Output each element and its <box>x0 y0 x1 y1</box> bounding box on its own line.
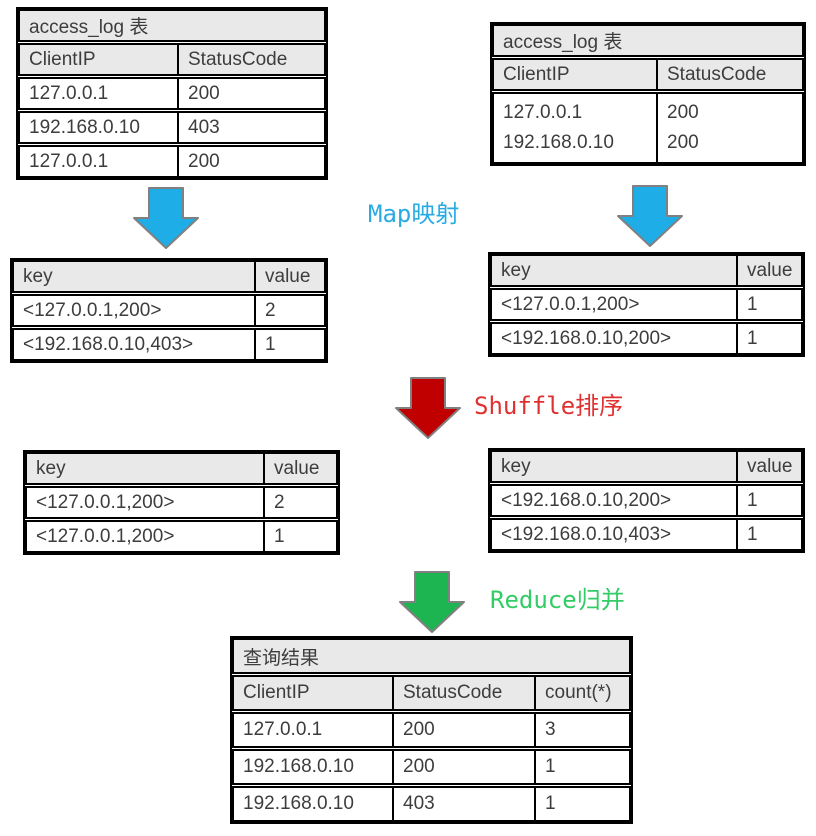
table-cell: 200 <box>392 714 534 746</box>
table-row: <127.0.0.1,200> 2 <box>12 294 326 327</box>
table-cell: <192.168.0.10,200> <box>501 327 672 349</box>
column-header: StatusCode <box>656 60 802 89</box>
table-header-row: key value <box>490 254 803 287</box>
source-table-left: access_log 表 ClientIP StatusCode 127.0.0… <box>16 7 328 180</box>
map-down-arrow-left-icon <box>133 187 199 249</box>
table-cell: <192.168.0.10,200> <box>501 489 672 511</box>
table-row-group: 127.0.0.1 192.168.0.10 200 200 <box>492 92 804 164</box>
column-header: key <box>501 259 531 281</box>
table-header-row: ClientIP StatusCode <box>492 58 804 91</box>
table-row: <127.0.0.1,200> 1 <box>25 520 338 553</box>
table-header-row: key value <box>12 260 326 293</box>
table-cell: 2 <box>263 488 336 517</box>
table-cell: 3 <box>534 714 629 746</box>
column-header: ClientIP <box>29 48 96 70</box>
table-header-row: key value <box>490 450 803 483</box>
table-cell: 127.0.0.1 <box>243 719 323 740</box>
table-cell: 1 <box>254 330 324 359</box>
column-header: value <box>736 256 801 285</box>
shuffle-stage-label: Shuffle排序 <box>474 392 624 420</box>
table-title-row: 查询结果 <box>232 638 631 674</box>
table-title: access_log 表 <box>503 32 623 53</box>
table-cell: 1 <box>736 290 801 319</box>
table-cell: <127.0.0.1,200> <box>36 525 175 547</box>
table-row: <127.0.0.1,200> 1 <box>490 288 803 321</box>
table-cell: 1 <box>736 520 801 549</box>
table-header-row: ClientIP StatusCode <box>18 43 326 76</box>
table-title: access_log 表 <box>29 17 149 38</box>
table-cell: 200 <box>177 147 324 176</box>
column-header: ClientIP <box>503 63 570 85</box>
table-cell: <192.168.0.10,403> <box>23 333 194 355</box>
table-row: 127.0.0.1 200 <box>18 77 326 110</box>
table-row: <192.168.0.10,200> 1 <box>490 322 803 355</box>
reduce-stage-label: Reduce归并 <box>490 586 625 614</box>
table-cell: 192.168.0.10 <box>243 793 354 814</box>
table-row: 192.168.0.10 403 1 <box>232 786 631 822</box>
table-cell: 1 <box>736 324 801 353</box>
table-title-row: access_log 表 <box>492 24 804 57</box>
map-output-table-right: key value <127.0.0.1,200> 1 <192.168.0.1… <box>488 252 805 357</box>
table-row: 127.0.0.1 200 3 <box>232 712 631 748</box>
table-cell: 192.168.0.10 <box>29 116 140 138</box>
table-row: 127.0.0.1 200 <box>18 145 326 178</box>
table-cell: 127.0.0.1 <box>29 82 109 104</box>
column-header: StatusCode <box>392 677 534 709</box>
table-cell: 200 <box>392 751 534 783</box>
table-cell: 1 <box>534 788 629 820</box>
table-cell: <192.168.0.10,403> <box>501 523 672 545</box>
column-header: count(*) <box>534 677 629 709</box>
cell-line: 200 <box>667 102 699 123</box>
reduce-down-arrow-icon <box>399 571 465 633</box>
column-header: value <box>263 454 336 483</box>
column-header: value <box>736 452 801 481</box>
shuffle-down-arrow-icon <box>395 377 461 439</box>
table-title-row: access_log 表 <box>18 9 326 42</box>
table-cell: 127.0.0.1 192.168.0.10 <box>494 94 656 162</box>
column-header: StatusCode <box>177 45 324 74</box>
table-cell: 403 <box>392 788 534 820</box>
table-cell: 1 <box>736 486 801 515</box>
column-header: key <box>23 265 53 287</box>
shuffle-output-table-right: key value <192.168.0.10,200> 1 <192.168.… <box>488 448 805 553</box>
table-row: <192.168.0.10,403> 1 <box>490 518 803 551</box>
table-cell: 127.0.0.1 <box>29 150 109 172</box>
cell-line: 127.0.0.1 <box>503 102 583 123</box>
column-header: value <box>254 262 324 291</box>
table-cell: <127.0.0.1,200> <box>501 293 640 315</box>
table-row: <192.168.0.10,403> 1 <box>12 328 326 361</box>
result-table: 查询结果 ClientIP StatusCode count(*) 127.0.… <box>230 636 633 824</box>
map-stage-label: Map映射 <box>368 200 460 228</box>
column-header: ClientIP <box>243 682 310 703</box>
map-down-arrow-right-icon <box>617 185 683 247</box>
source-table-right: access_log 表 ClientIP StatusCode 127.0.0… <box>490 22 806 166</box>
table-title: 查询结果 <box>243 647 320 669</box>
table-row: <127.0.0.1,200> 2 <box>25 486 338 519</box>
table-row: <192.168.0.10,200> 1 <box>490 484 803 517</box>
map-output-table-left: key value <127.0.0.1,200> 2 <192.168.0.1… <box>10 258 328 363</box>
table-cell: 200 <box>177 79 324 108</box>
table-cell: <127.0.0.1,200> <box>36 491 175 513</box>
column-header: key <box>501 455 531 477</box>
cell-line: 192.168.0.10 <box>503 132 614 153</box>
table-cell: 1 <box>534 751 629 783</box>
shuffle-output-table-left: key value <127.0.0.1,200> 2 <127.0.0.1,2… <box>23 450 340 555</box>
cell-line: 200 <box>667 132 699 153</box>
table-cell: <127.0.0.1,200> <box>23 299 162 321</box>
table-row: 192.168.0.10 200 1 <box>232 749 631 785</box>
table-cell: 192.168.0.10 <box>243 756 354 777</box>
table-cell: 403 <box>177 113 324 142</box>
table-header-row: key value <box>25 452 338 485</box>
table-cell: 1 <box>263 522 336 551</box>
column-header: key <box>36 457 66 479</box>
table-header-row: ClientIP StatusCode count(*) <box>232 675 631 711</box>
table-cell: 2 <box>254 296 324 325</box>
table-row: 192.168.0.10 403 <box>18 111 326 144</box>
table-cell: 200 200 <box>656 94 802 162</box>
